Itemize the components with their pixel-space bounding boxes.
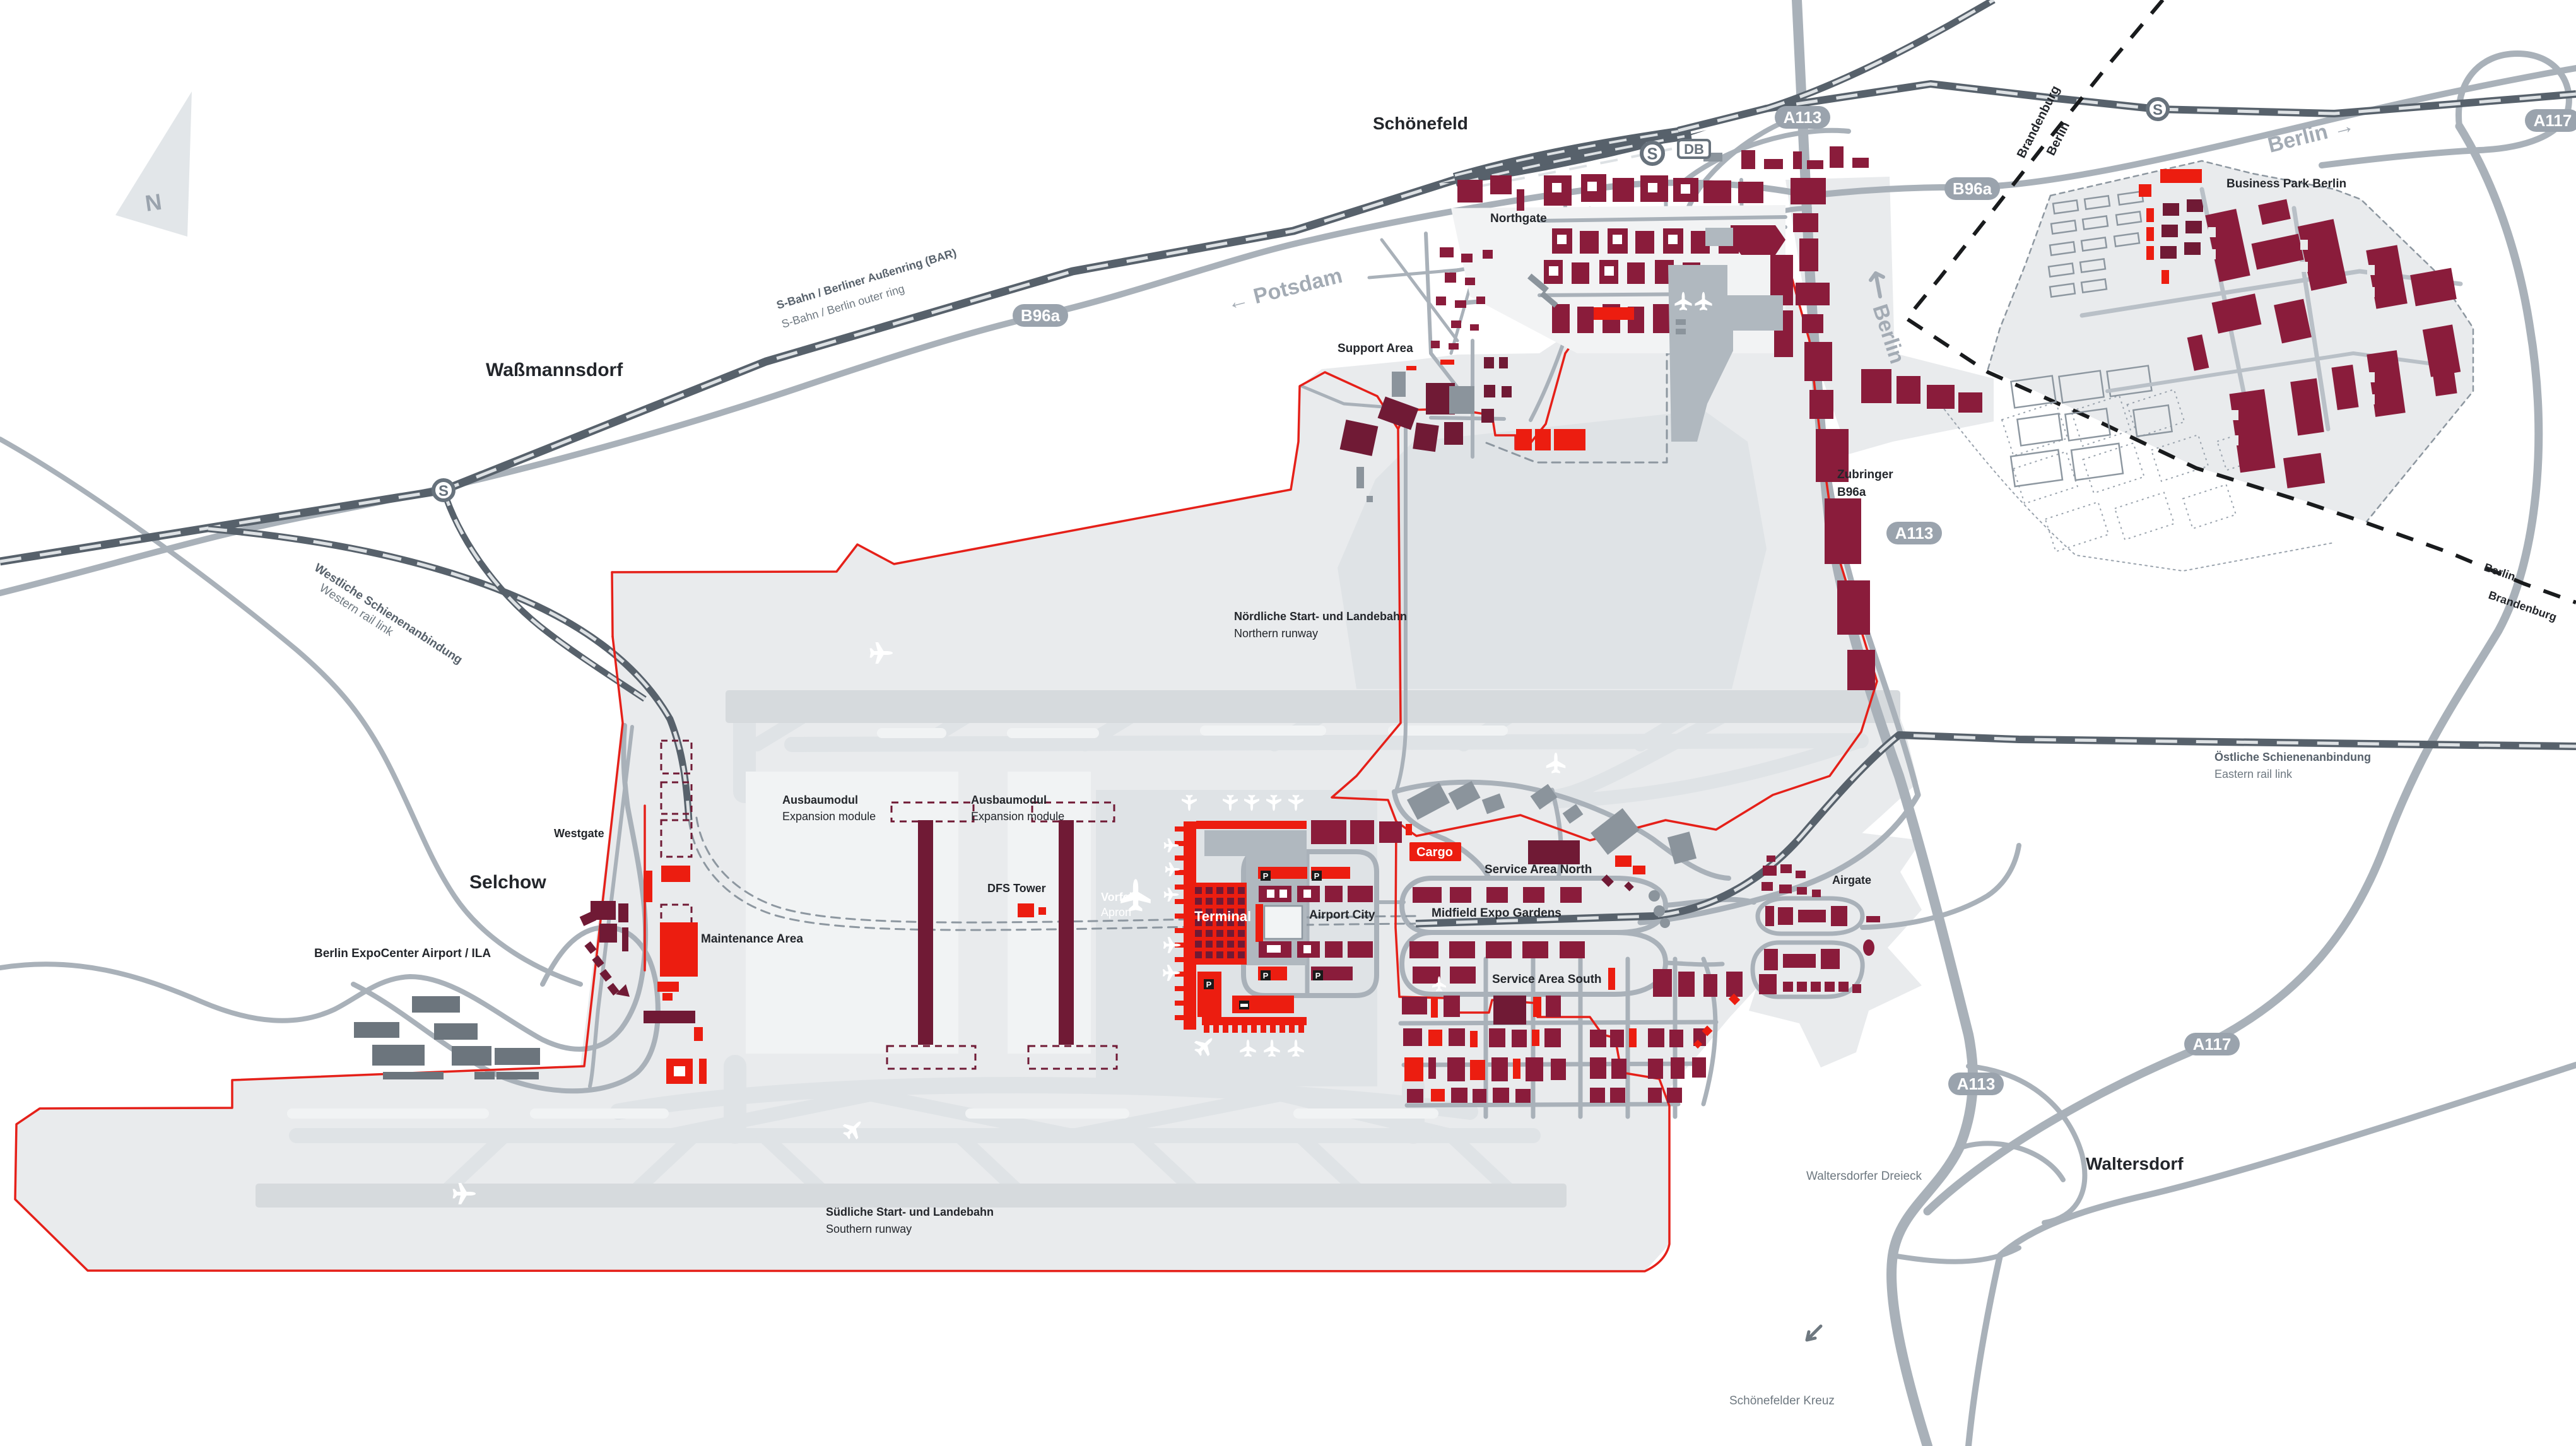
svg-text:Terminal: Terminal (1194, 908, 1251, 924)
svg-text:B96a: B96a (1953, 179, 1992, 198)
svg-text:N: N (143, 189, 163, 216)
svg-text:Airport City: Airport City (1309, 908, 1375, 922)
svg-text:A113: A113 (1784, 108, 1822, 127)
svg-text:P: P (1314, 871, 1320, 881)
svg-text:A117: A117 (2534, 111, 2572, 130)
svg-text:DB: DB (1684, 141, 1704, 157)
svg-text:Ausbaumodul: Ausbaumodul (782, 794, 858, 806)
svg-text:Southern runway: Southern runway (826, 1223, 912, 1235)
svg-text:Selchow: Selchow (469, 872, 546, 893)
svg-text:Apron: Apron (1101, 906, 1131, 919)
svg-text:A113: A113 (1895, 524, 1934, 543)
svg-text:Waltersdorfer Dreieck: Waltersdorfer Dreieck (1806, 1170, 1922, 1183)
svg-text:Vorfeld: Vorfeld (1101, 891, 1139, 903)
svg-text:Berlin ExpoCenter Airport / IL: Berlin ExpoCenter Airport / ILA (314, 947, 491, 960)
svg-text:P: P (1206, 980, 1212, 989)
svg-text:Südliche Start- und Landebahn: Südliche Start- und Landebahn (826, 1206, 994, 1218)
svg-text:Expansion module: Expansion module (971, 810, 1064, 823)
svg-text:S: S (438, 483, 449, 500)
svg-text:Zubringer: Zubringer (1837, 468, 1893, 481)
svg-text:P: P (1263, 971, 1269, 980)
svg-text:Midfield Expo Gardens: Midfield Expo Gardens (1432, 907, 1561, 920)
svg-text:S: S (2153, 102, 2163, 119)
svg-text:A113: A113 (1957, 1074, 1996, 1093)
svg-text:B96a: B96a (1837, 486, 1866, 499)
svg-text:Service Area South: Service Area South (1492, 973, 1602, 986)
svg-text:P: P (1263, 871, 1269, 881)
svg-text:Schönefelder Kreuz: Schönefelder Kreuz (1729, 1394, 1835, 1408)
svg-text:Cargo: Cargo (1416, 845, 1453, 859)
svg-text:Nördliche Start- und Landebahn: Nördliche Start- und Landebahn (1234, 610, 1407, 623)
svg-text:Östliche Schienenanbindung: Östliche Schienenanbindung (2214, 751, 2371, 763)
svg-text:Waltersdorf: Waltersdorf (2086, 1154, 2184, 1173)
svg-text:Northgate: Northgate (1490, 212, 1547, 225)
svg-text:Eastern rail link: Eastern rail link (2214, 768, 2293, 780)
svg-text:Maintenance Area: Maintenance Area (701, 932, 803, 946)
svg-text:Schönefeld: Schönefeld (1373, 114, 1468, 133)
svg-text:Airgate: Airgate (1832, 874, 1871, 886)
svg-text:Support Area: Support Area (1338, 342, 1413, 355)
svg-text:Ausbaumodul: Ausbaumodul (971, 794, 1047, 806)
svg-text:Northern runway: Northern runway (1234, 627, 1318, 640)
svg-text:S: S (1647, 145, 1657, 163)
svg-text:Business Park Berlin: Business Park Berlin (2226, 177, 2346, 191)
svg-text:DFS Tower: DFS Tower (987, 882, 1046, 895)
svg-text:B96a: B96a (1021, 306, 1061, 325)
svg-text:Westgate: Westgate (554, 827, 604, 840)
svg-text:P: P (1315, 971, 1321, 980)
svg-text:A117: A117 (2193, 1035, 2232, 1054)
svg-text:Service Area North: Service Area North (1485, 863, 1592, 876)
svg-text:Expansion module: Expansion module (782, 810, 876, 823)
svg-text:Waßmannsdorf: Waßmannsdorf (486, 360, 623, 380)
